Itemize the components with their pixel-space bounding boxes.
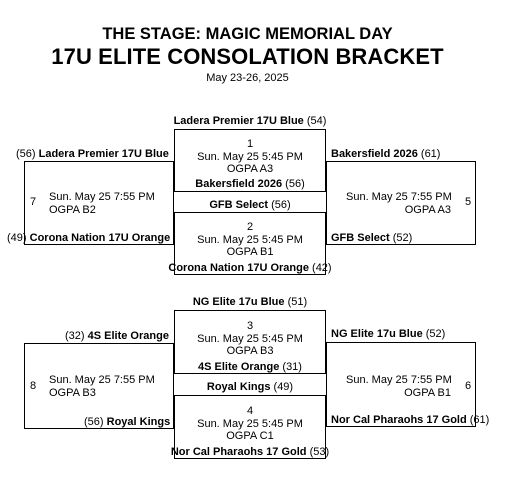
- team-name: GFB Select: [331, 232, 390, 244]
- team-name: 4S Elite Orange: [198, 361, 280, 373]
- game-7-number: 7: [30, 196, 37, 208]
- team-name: Ladera Premier 17U Blue: [38, 148, 169, 160]
- game-8-number: 8: [30, 380, 37, 392]
- team-score: (61): [420, 148, 441, 160]
- game-field: OGPA C1: [226, 430, 274, 442]
- team-score: (49): [7, 232, 27, 244]
- game-7-top-team: (56) Ladera Premier 17U Blue: [16, 148, 169, 160]
- game-6-bottom-team: Nor Cal Pharaohs 17 Gold (61): [331, 414, 489, 426]
- team-name: NG Elite 17u Blue: [192, 296, 285, 308]
- game-field: OGPA B2: [49, 203, 96, 216]
- game-7-info: Sun. May 25 7:55 PM OGPA B2: [49, 191, 155, 216]
- game-1-bottom-team: Bakersfield 2026 (56): [160, 178, 340, 190]
- game-number: 2: [246, 221, 254, 233]
- game-8-box: [24, 343, 174, 429]
- team-score: (52): [392, 232, 413, 244]
- game-5-box: [326, 161, 476, 245]
- team-name: 4S Elite Orange: [87, 330, 169, 342]
- game-8-info: Sun. May 25 7:55 PM OGPA B3: [49, 374, 155, 399]
- game-5-bottom-team: GFB Select (52): [331, 232, 412, 244]
- team-score: (32): [65, 330, 85, 342]
- game-5-number: 5: [465, 196, 472, 208]
- game-2-top-team: GFB Select (56): [160, 199, 340, 211]
- game-6-number: 6: [465, 380, 472, 392]
- game-4-info: 4 Sun. May 25 5:45 PM OGPA C1: [174, 405, 326, 443]
- team-name: Corona Nation 17U Orange: [168, 262, 309, 274]
- game-number: 1: [246, 138, 254, 150]
- game-8-bottom-team: (56) Royal Kings: [84, 416, 170, 428]
- team-score: (56): [16, 148, 36, 160]
- team-name: Nor Cal Pharaohs 17 Gold: [331, 414, 467, 426]
- team-name: Nor Cal Pharaohs 17 Gold: [170, 446, 307, 458]
- game-time: Sun. May 25 7:55 PM: [49, 374, 155, 386]
- game-8-top-team: (32) 4S Elite Orange: [65, 330, 169, 342]
- game-3-info: 3 Sun. May 25 5:45 PM OGPA B3: [174, 320, 326, 358]
- game-number: 4: [246, 405, 254, 417]
- team-score: (42): [312, 262, 332, 274]
- game-time: Sun. May 25 7:55 PM: [346, 191, 452, 203]
- event-dates: May 23-26, 2025: [206, 72, 289, 84]
- game-1-top-team: Ladera Premier 17U Blue (54): [160, 115, 340, 127]
- game-field: OGPA B3: [226, 345, 274, 357]
- game-time: Sun. May 25 7:55 PM: [49, 191, 155, 203]
- game-time: Sun. May 25 5:45 PM: [197, 417, 303, 430]
- team-name: GFB Select: [209, 199, 269, 211]
- game-7-bottom-team: (49) Corona Nation 17U Orange: [7, 232, 170, 244]
- team-score: (49): [273, 381, 294, 393]
- team-score: (53): [309, 446, 330, 458]
- team-score: (31): [282, 361, 302, 373]
- team-score: (51): [287, 296, 308, 308]
- team-score: (61): [469, 414, 490, 426]
- game-time: Sun. May 25 5:45 PM: [197, 150, 303, 163]
- game-5-top-team: Bakersfield 2026 (61): [331, 148, 440, 160]
- game-field: OGPA A3: [226, 163, 274, 175]
- game-field: OGPA A3: [404, 203, 451, 216]
- team-name: Bakersfield 2026: [195, 178, 283, 190]
- game-time: Sun. May 25 5:45 PM: [197, 332, 303, 345]
- game-7-box: [24, 161, 174, 245]
- game-2-bottom-team: Corona Nation 17U Orange (42): [160, 262, 340, 274]
- team-name: Royal Kings: [206, 381, 271, 393]
- game-number: 3: [246, 320, 254, 332]
- bracket-event-title: THE STAGE: MAGIC MEMORIAL DAY: [102, 25, 393, 43]
- game-4-bottom-team: Nor Cal Pharaohs 17 Gold (53): [160, 446, 340, 458]
- game-1-box: [174, 129, 326, 192]
- game-3-top-team: NG Elite 17u Blue (51): [160, 296, 340, 308]
- game-3-bottom-team: 4S Elite Orange (31): [160, 361, 340, 373]
- team-name: Ladera Premier 17U Blue: [173, 115, 304, 127]
- game-2-info: 2 Sun. May 25 5:45 PM OGPA B1: [174, 221, 326, 259]
- game-time: Sun. May 25 7:55 PM: [346, 374, 452, 386]
- bracket-title: 17U ELITE CONSOLATION BRACKET: [51, 44, 444, 69]
- team-name: NG Elite 17u Blue: [331, 328, 423, 340]
- game-5-info: Sun. May 25 7:55 PM OGPA A3: [346, 191, 452, 216]
- team-score: (52): [425, 328, 446, 340]
- team-name: Corona Nation 17U Orange: [29, 232, 171, 244]
- team-score: (54): [306, 115, 327, 127]
- game-field: OGPA B1: [404, 386, 451, 399]
- game-time: Sun. May 25 5:45 PM: [197, 233, 303, 246]
- game-6-info: Sun. May 25 7:55 PM OGPA B1: [346, 374, 452, 399]
- game-field: OGPA B3: [49, 386, 96, 399]
- game-6-top-team: NG Elite 17u Blue (52): [331, 328, 445, 340]
- team-score: (56): [84, 416, 104, 428]
- team-name: Royal Kings: [106, 416, 171, 428]
- game-6-box: [326, 342, 476, 427]
- game-3-box: [174, 310, 326, 374]
- team-score: (56): [271, 199, 291, 211]
- game-1-info: 1 Sun. May 25 5:45 PM OGPA A3: [174, 138, 326, 176]
- game-4-top-team: Royal Kings (49): [160, 381, 340, 393]
- game-2-box: [174, 212, 326, 275]
- game-4-box: [174, 395, 326, 459]
- game-field: OGPA B1: [226, 246, 274, 258]
- team-score: (56): [285, 178, 305, 190]
- team-name: Bakersfield 2026: [331, 148, 418, 160]
